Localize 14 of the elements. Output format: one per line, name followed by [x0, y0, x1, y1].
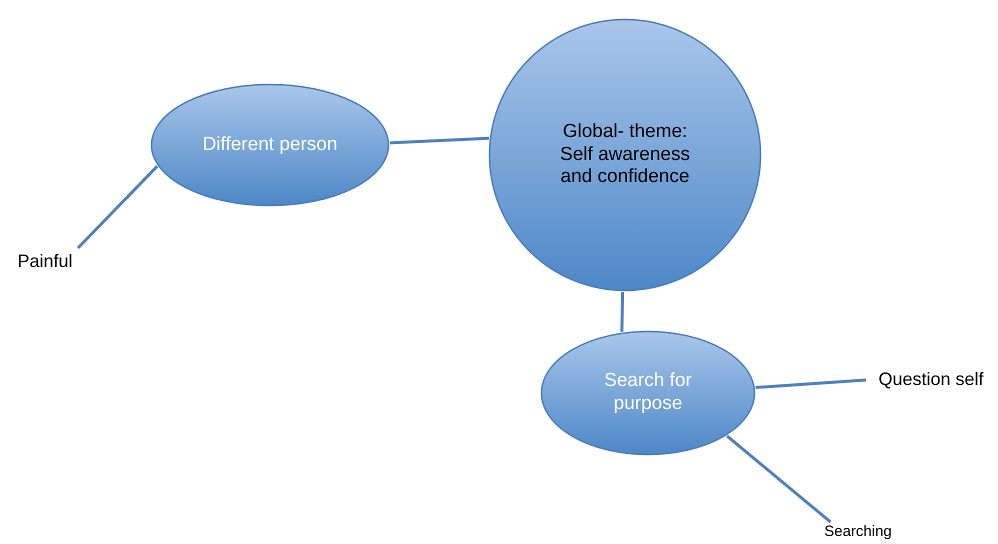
- connector-line: [390, 136, 490, 144]
- theme-ellipse: [540, 330, 756, 456]
- connector-line: [726, 434, 832, 524]
- theme-label: Painful: [17, 251, 73, 273]
- theme-circle: [488, 18, 762, 292]
- theme-label: Searching: [824, 523, 892, 541]
- connector-line: [76, 165, 158, 250]
- theme-label: Question self: [878, 369, 984, 391]
- node-label: Search for purpose: [603, 370, 693, 416]
- node-label: Global- theme: Self awareness and confidence: [559, 120, 691, 190]
- node-label: Different person: [202, 134, 338, 156]
- connector-line: [755, 378, 866, 389]
- theme-ellipse: [150, 83, 390, 207]
- connector-line: [620, 292, 624, 332]
